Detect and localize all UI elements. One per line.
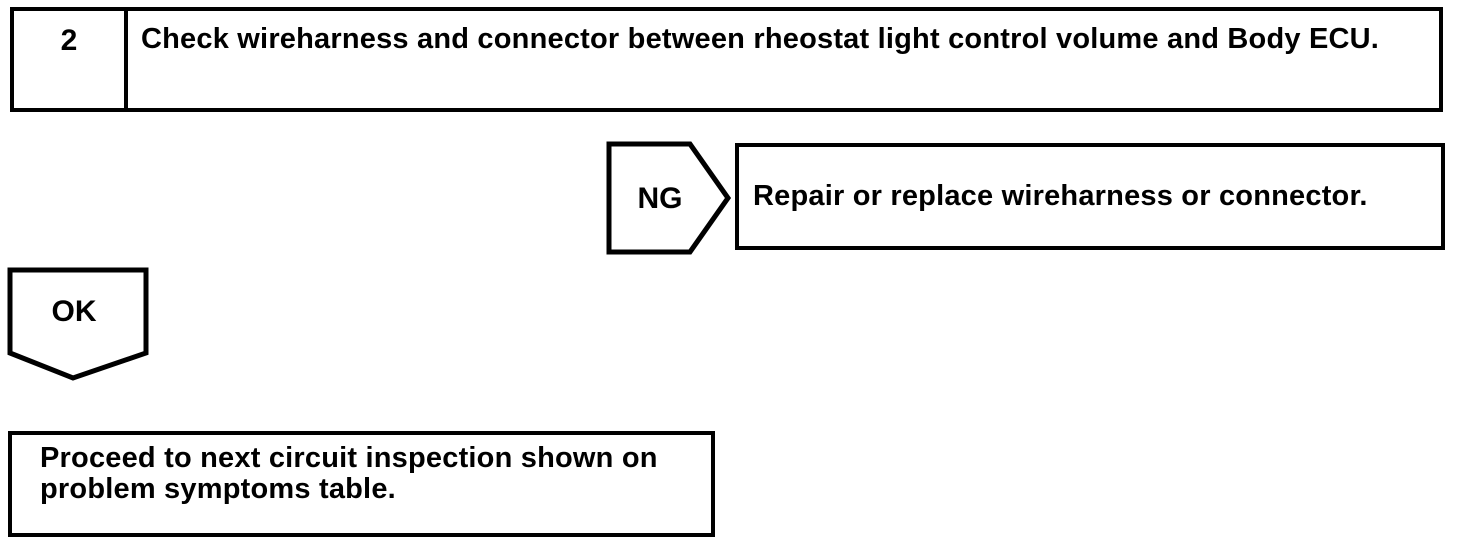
ng-connector	[606, 141, 732, 255]
ok-connector	[6, 266, 152, 382]
ok-label: OK	[51, 295, 97, 328]
result-box: Proceed to next circuit inspection shown…	[8, 431, 715, 537]
ng-label: NG	[637, 182, 683, 215]
ng-pentagon-icon	[606, 141, 732, 255]
ng-action-text: Repair or replace wireharness or connect…	[753, 180, 1368, 212]
step-number: 2	[14, 11, 128, 108]
ok-pentagon-icon	[7, 267, 149, 381]
result-text: Proceed to next circuit inspection shown…	[40, 442, 658, 505]
ng-action-box: Repair or replace wireharness or connect…	[735, 143, 1445, 250]
step-box: 2 Check wireharness and connector betwee…	[10, 7, 1443, 112]
step-instruction: Check wireharness and connector between …	[141, 23, 1380, 55]
